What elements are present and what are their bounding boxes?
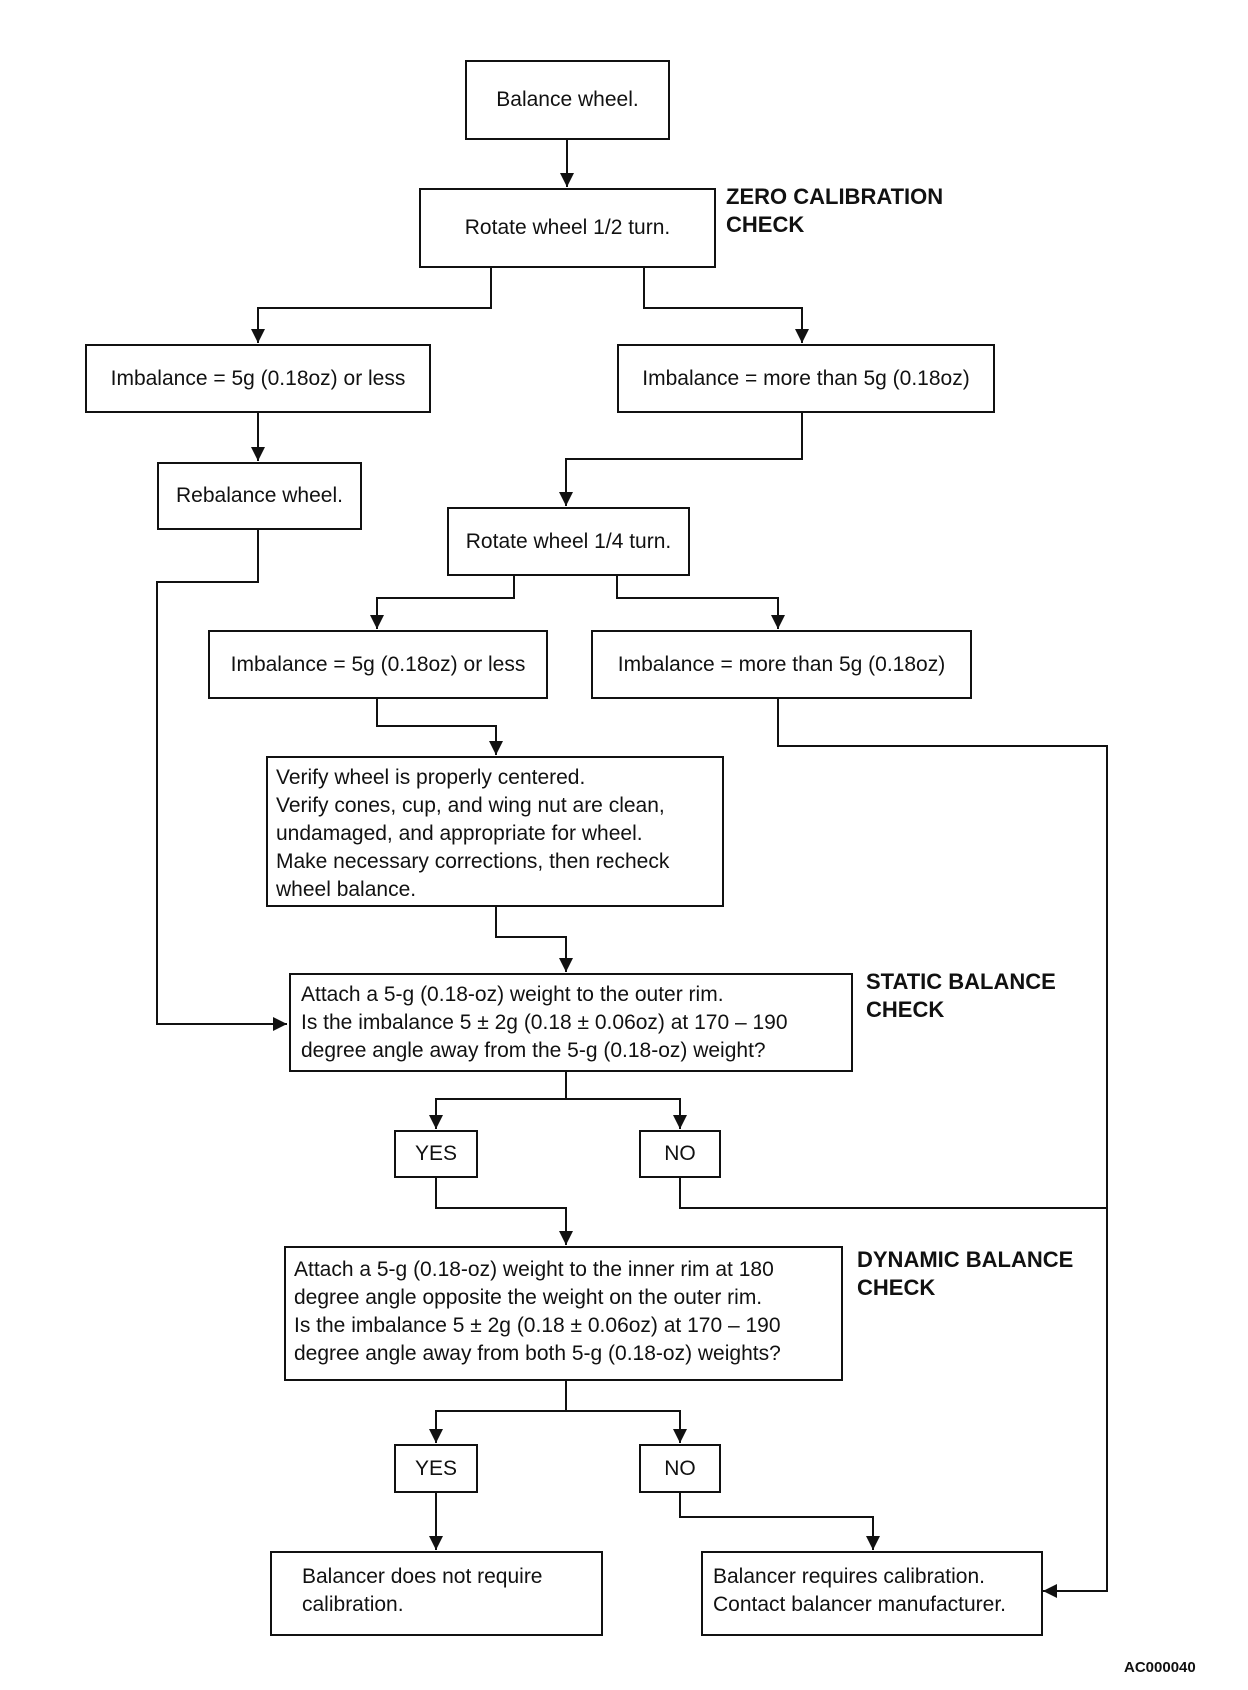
arrow-rotate-quarter-to-imb-more-2 — [616, 576, 785, 629]
arrow-yes-1-to-dynamic — [435, 1178, 573, 1245]
arrow-no-1-to-calibration-line — [679, 1178, 1107, 1209]
arrow-verify-to-static — [495, 907, 573, 972]
arrow-static-to-no-1 — [566, 1098, 687, 1129]
node-static-balance: Attach a 5-g (0.18-oz) weight to the out… — [289, 973, 853, 1072]
verify-line-4: Make necessary corrections, then recheck — [276, 850, 670, 873]
label-dynamic-line-2: CHECK — [857, 1275, 936, 1300]
label-dynamic-balance-check: DYNAMIC BALANCE CHECK — [857, 1246, 1073, 1302]
node-yes-2-text: YES — [414, 1456, 458, 1480]
node-balance-wheel-text: Balance wheel. — [496, 88, 639, 111]
label-zero-calibration-check: ZERO CALIBRATION CHECK — [726, 183, 943, 239]
node-yes-2: YES — [394, 1444, 478, 1493]
arrow-imb-more-1-to-rotate-quarter — [559, 413, 803, 506]
node-imbalance-less-1: Imbalance = 5g (0.18oz) or less — [85, 344, 431, 413]
node-verify-wheel: Verify wheel is properly centered. Verif… — [266, 756, 724, 907]
dynamic-line-1: Attach a 5-g (0.18-oz) weight to the inn… — [294, 1258, 774, 1281]
node-rebalance-wheel-text: Rebalance wheel. — [176, 484, 343, 507]
node-yes-1-text: YES — [414, 1142, 458, 1165]
arrow-rotate-half-to-imb-less-1 — [251, 268, 492, 343]
dynamic-line-3: Is the imbalance 5 ± 2g (0.18 ± 0.06oz) … — [294, 1314, 781, 1337]
static-line-1: Attach a 5-g (0.18-oz) weight to the out… — [301, 983, 724, 1006]
arrow-static-to-yes-1 — [429, 1072, 567, 1129]
node-imbalance-less-2: Imbalance = 5g (0.18oz) or less — [208, 630, 548, 699]
node-rotate-half-turn: Rotate wheel 1/2 turn. — [419, 188, 716, 268]
node-dynamic-balance: Attach a 5-g (0.18-oz) weight to the inn… — [284, 1246, 843, 1381]
node-imbalance-less-1-text: Imbalance = 5g (0.18oz) or less — [110, 366, 406, 390]
verify-line-1: Verify wheel is properly centered. — [276, 766, 586, 789]
dynamic-line-2: degree angle opposite the weight on the … — [294, 1286, 763, 1309]
node-imbalance-more-1-text: Imbalance = more than 5g (0.18oz) — [642, 366, 970, 390]
node-no-2: NO — [639, 1444, 721, 1493]
arrow-rebalance-to-static — [156, 530, 287, 1031]
calibration-line-1: Balancer requires calibration. — [713, 1565, 985, 1588]
node-imbalance-more-2-text: Imbalance = more than 5g (0.18oz) — [617, 652, 946, 676]
arrow-dynamic-to-no-2 — [566, 1410, 687, 1443]
label-zero-line-1: ZERO CALIBRATION — [726, 184, 944, 209]
verify-line-2: Verify cones, cup, and wing nut are clea… — [276, 794, 665, 817]
node-imbalance-more-1: Imbalance = more than 5g (0.18oz) — [617, 344, 995, 413]
arrow-imb-more-2-to-calibration — [777, 699, 1108, 1598]
label-zero-line-2: CHECK — [726, 212, 805, 237]
arrow-dynamic-to-yes-2 — [429, 1381, 567, 1443]
arrow-no-2-to-calibration — [679, 1493, 880, 1550]
static-line-2: Is the imbalance 5 ± 2g (0.18 ± 0.06oz) … — [301, 1011, 788, 1034]
node-imbalance-more-2: Imbalance = more than 5g (0.18oz) — [591, 630, 972, 699]
node-rotate-quarter-turn: Rotate wheel 1/4 turn. — [447, 507, 690, 576]
static-line-3: degree angle away from the 5-g (0.18-oz)… — [301, 1039, 766, 1062]
node-no-calibration-required: Balancer does not require calibration. — [270, 1551, 603, 1636]
label-dynamic-line-1: DYNAMIC BALANCE — [857, 1247, 1074, 1272]
verify-line-5: wheel balance. — [276, 878, 417, 901]
dynamic-line-4: degree angle away from both 5-g (0.18-oz… — [294, 1342, 781, 1365]
node-yes-1: YES — [394, 1130, 478, 1178]
arrow-rotate-half-to-imb-more-1 — [643, 268, 809, 343]
node-no-1-text: NO — [664, 1142, 696, 1165]
node-requires-calibration: Balancer requires calibration. Contact b… — [701, 1551, 1043, 1636]
node-imbalance-less-2-text: Imbalance = 5g (0.18oz) or less — [230, 652, 526, 676]
node-rebalance-wheel: Rebalance wheel. — [157, 462, 362, 530]
no-calibration-line-1: Balancer does not require — [302, 1565, 543, 1588]
label-static-line-1: STATIC BALANCE — [866, 969, 1056, 994]
calibration-line-2: Contact balancer manufacturer. — [713, 1593, 1006, 1616]
node-no-1: NO — [639, 1130, 721, 1178]
node-no-2-text: NO — [664, 1456, 696, 1480]
node-rotate-half-turn-text: Rotate wheel 1/2 turn. — [464, 216, 671, 239]
label-static-line-2: CHECK — [866, 997, 945, 1022]
arrow-imb-less-2-to-verify — [376, 699, 503, 755]
label-static-balance-check: STATIC BALANCE CHECK — [866, 968, 1056, 1024]
no-calibration-line-2: calibration. — [302, 1593, 404, 1616]
arrow-rotate-quarter-to-imb-less-2 — [370, 576, 515, 629]
figure-code: AC000040 — [1124, 1659, 1196, 1676]
node-rotate-quarter-turn-text: Rotate wheel 1/4 turn. — [465, 529, 672, 553]
verify-line-3: undamaged, and appropriate for wheel. — [276, 822, 643, 845]
node-balance-wheel: Balance wheel. — [465, 60, 670, 140]
